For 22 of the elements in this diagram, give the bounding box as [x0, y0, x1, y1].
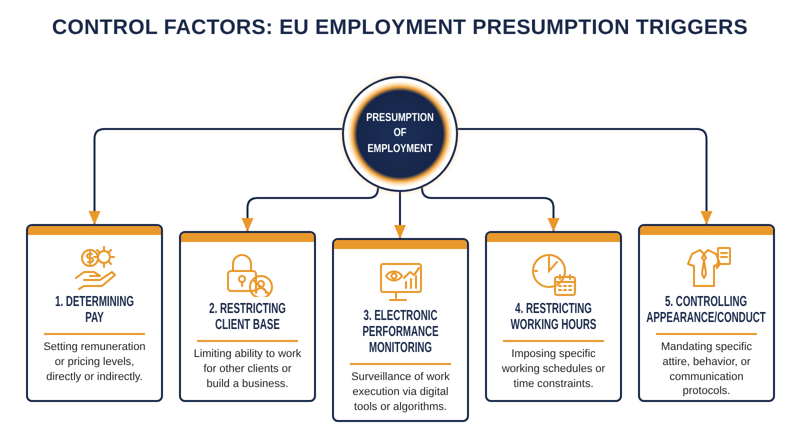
connector-arrow — [88, 128, 342, 225]
card-description: Limiting ability to work for other clients or build a business. — [192, 346, 302, 392]
factor-card — [485, 231, 622, 402]
connector-arrow — [394, 192, 406, 239]
factor-card — [332, 238, 469, 422]
factor-card — [638, 224, 775, 402]
circle-label: PRESUMPTION OF EMPLOYMENT — [365, 110, 435, 157]
factor-card — [179, 231, 316, 402]
connector-arrow — [458, 128, 712, 225]
card-heading: 3. ELECTRONIC PERFORMANCE MONITORING — [361, 309, 440, 357]
card-description: Mandating specific attire, behavior, or communication protocols. — [660, 340, 754, 400]
card-description: Surveillance of work execution via digital tools or algorithms. — [350, 370, 451, 414]
card-heading: 1. DETERMINING PAY — [54, 295, 135, 327]
factor-card — [26, 224, 163, 402]
diagram-title: CONTROL FACTORS: EU EMPLOYMENT PRESUMPTION TRIGGERS — [51, 16, 749, 40]
card-description: Setting remuneration or pricing levels, directly or indirectly. — [42, 340, 147, 384]
card-description: Imposing specific working schedules or time constraints. — [500, 346, 606, 392]
connector-arrow — [421, 187, 560, 232]
connector-arrow — [242, 187, 379, 232]
card-heading: 5. CONTROLLING APPEARANCE/CONDUCT — [646, 295, 766, 327]
card-heading: 4. RESTRICTING WORKING HOURS — [510, 302, 598, 334]
card-heading: 2. RESTRICTING CLIENT BASE — [208, 302, 287, 334]
